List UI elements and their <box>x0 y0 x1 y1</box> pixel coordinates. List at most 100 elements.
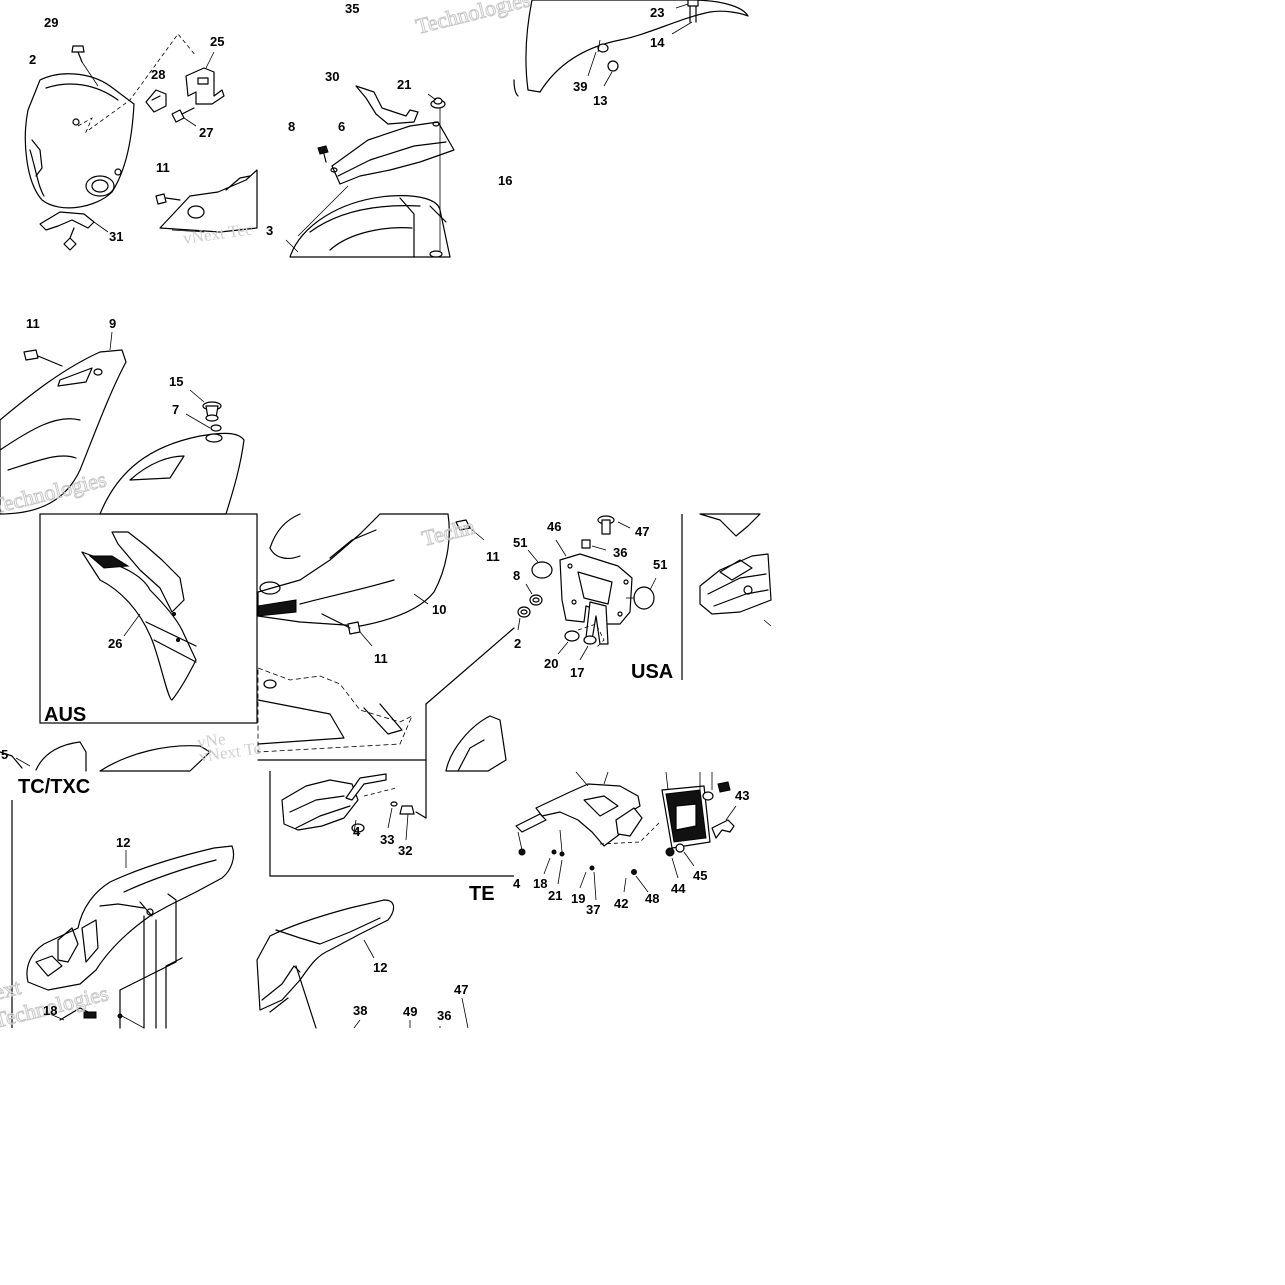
front-fender-rear-half <box>289 195 451 258</box>
side-panel-10 <box>257 513 450 627</box>
bolt-11-side <box>23 349 63 367</box>
callout-38: 38 <box>353 1003 367 1018</box>
callout-43: 43 <box>735 788 749 803</box>
callout-33: 33 <box>380 832 394 847</box>
callout-2-mask: 2 <box>29 52 36 67</box>
tile-side-panel <box>0 331 245 515</box>
region-label-tc-txc: TC/TXC <box>18 776 90 798</box>
screw-18-te <box>543 849 557 875</box>
callout-44: 44 <box>671 881 686 896</box>
nut-20-usa <box>557 630 580 655</box>
bolt-47-top <box>597 515 631 535</box>
callout-21-te: 21 <box>548 888 562 903</box>
callout-17: 17 <box>570 665 584 680</box>
callout-9: 9 <box>109 316 116 331</box>
bracket-43 <box>711 805 737 839</box>
callout-11-right-bottom: 11 <box>374 651 388 666</box>
screw-42 <box>623 877 627 893</box>
callout-13: 13 <box>593 93 607 108</box>
callout-8-usa: 8 <box>513 568 520 583</box>
callout-3: 3 <box>266 223 273 238</box>
callout-11-side: 11 <box>26 316 40 331</box>
callout-10: 10 <box>432 602 446 617</box>
callout-51-right: 51 <box>653 557 667 572</box>
screw-48 <box>631 869 649 893</box>
bracket-30 <box>355 85 419 125</box>
bolt-27 <box>171 107 197 127</box>
nut-2-usa <box>517 606 531 631</box>
screw-19 <box>579 871 587 889</box>
bracket-25 <box>185 51 225 105</box>
callout-29: 29 <box>44 15 58 30</box>
callout-11-top: 11 <box>156 160 170 175</box>
side-panel-9 <box>0 349 127 515</box>
callout-14: 14 <box>650 35 665 50</box>
bolt-11-right-bottom <box>321 613 373 647</box>
callout-18-te: 18 <box>533 876 547 891</box>
callout-46: 46 <box>547 519 561 534</box>
reflector-51-left <box>527 549 553 579</box>
callout-21-top: 21 <box>397 77 411 92</box>
callout-4-tail: 4 <box>353 824 361 839</box>
bolt-29 <box>71 45 99 87</box>
callout-42: 42 <box>614 896 628 911</box>
tile-aus-plate <box>0 513 258 772</box>
callout-27: 27 <box>199 125 213 140</box>
callout-15: 15 <box>169 374 183 389</box>
callout-37: 37 <box>586 902 600 917</box>
aus-frame <box>39 513 258 724</box>
nut-44 <box>665 847 679 879</box>
tile-tail-left <box>256 770 514 1029</box>
callout-45: 45 <box>693 868 707 883</box>
callout-28: 28 <box>151 67 165 82</box>
tile-usa-plate <box>517 513 772 680</box>
nut-39-13 <box>587 39 619 87</box>
callout-25: 25 <box>210 34 224 49</box>
spacer-33 <box>387 801 398 829</box>
callout-16: 16 <box>498 173 512 188</box>
callout-2-usa: 2 <box>514 636 521 651</box>
tile-fender-bracket <box>285 85 455 258</box>
bolt-4-tail-left <box>345 773 387 833</box>
front-fender <box>525 0 749 93</box>
clamp-28 <box>145 89 167 113</box>
screw-37 <box>589 865 597 901</box>
callout-12-tc: 12 <box>116 835 130 850</box>
region-labels: AUS USA TC/TXC TE <box>18 661 673 905</box>
callout-20: 20 <box>544 656 558 671</box>
callout-49: 49 <box>403 1004 417 1019</box>
callout-7: 7 <box>172 402 179 417</box>
callout-11-right-top: 11 <box>486 549 500 564</box>
callout-6: 6 <box>338 119 345 134</box>
callout-30: 30 <box>325 69 339 84</box>
rear-fender-12-te <box>256 899 395 1011</box>
screw-21-te <box>557 851 565 885</box>
washer-17-usa <box>579 635 597 661</box>
tile-headlight-mask <box>24 33 258 251</box>
callout-18-tc: 18 <box>43 1003 57 1018</box>
callout-8-top: 8 <box>288 119 295 134</box>
region-label-aus: AUS <box>44 704 86 726</box>
rear-fender-top <box>99 432 245 515</box>
spacer-32 <box>399 805 415 841</box>
bolt-te-top <box>702 772 731 801</box>
washer-45 <box>675 843 695 867</box>
callout-47-te: 47 <box>454 982 468 997</box>
tile-front-fender <box>513 0 749 97</box>
watermark-7: ext <box>0 974 23 1005</box>
callout-36-usa: 36 <box>613 545 627 560</box>
headlight-mask <box>24 73 135 209</box>
reflector-51-right <box>626 577 657 610</box>
watermark-1: Technologies <box>413 0 533 39</box>
spacer-36-top <box>581 539 607 551</box>
bolt-8-top <box>317 145 329 163</box>
callout-48: 48 <box>645 891 659 906</box>
bracket-31 <box>39 211 109 251</box>
callout-36-te: 36 <box>437 1008 451 1023</box>
region-label-te: TE <box>469 883 495 905</box>
tile-tc-txc <box>11 800 235 1029</box>
callout-12-te: 12 <box>373 960 387 975</box>
callout-26: 26 <box>108 636 122 651</box>
